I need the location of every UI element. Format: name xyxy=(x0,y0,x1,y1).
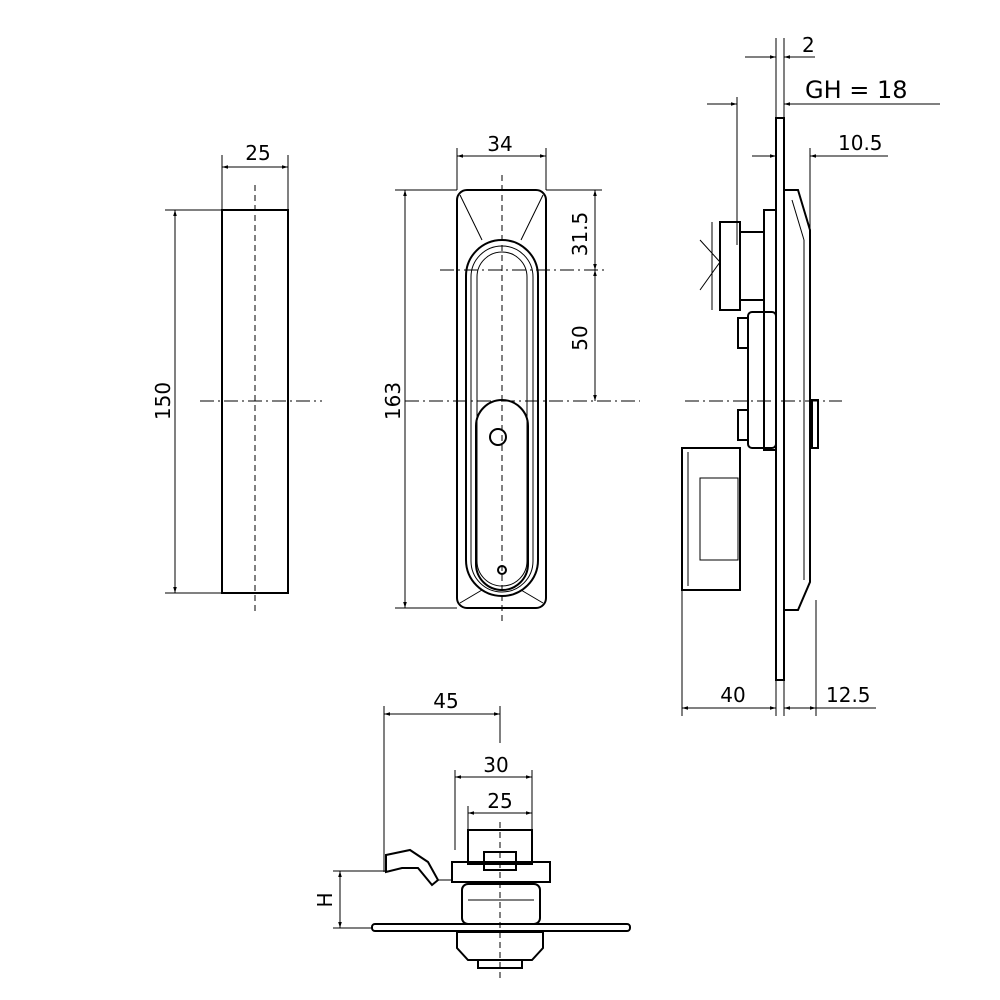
keyhole-icon xyxy=(489,428,507,446)
housing xyxy=(763,209,777,451)
dim-height-label: 163 xyxy=(381,382,405,420)
handle-flange xyxy=(784,189,811,611)
side-view: 2 GH = 18 10.5 40 12.5 xyxy=(681,33,940,716)
mount-flange xyxy=(451,861,551,883)
rear-box xyxy=(681,447,741,591)
dim-swing-label: 45 xyxy=(433,689,458,713)
dim-plate-thickness-label: 2 xyxy=(802,33,815,57)
dim-center-offset-label: 50 xyxy=(568,325,592,350)
dim-front-total-label: 12.5 xyxy=(826,683,871,707)
top-view: 45 30 25 H xyxy=(313,689,631,978)
cutout-view: 25 150 xyxy=(151,141,322,612)
dim-front-depth-label: 10.5 xyxy=(838,131,883,155)
dim-rear-depth-label: 40 xyxy=(720,683,745,707)
dim-width-label: 25 xyxy=(245,141,270,165)
lock-block xyxy=(747,311,777,449)
dim-body-width-label: 30 xyxy=(483,753,508,777)
swing-arm xyxy=(385,848,440,887)
dim-height-label: 150 xyxy=(151,382,175,420)
bezel xyxy=(456,931,544,961)
door-plate xyxy=(371,923,631,932)
dim-grip-height-label: GH = 18 xyxy=(805,76,908,104)
handle-front-view: 34 163 31.5 50 xyxy=(381,132,640,622)
dim-inner-width-label: 25 xyxy=(487,789,512,813)
mechanism xyxy=(739,231,765,301)
dim-top-offset-label: 31.5 xyxy=(568,212,592,257)
door-plate xyxy=(775,117,785,681)
dim-width-label: 34 xyxy=(487,132,512,156)
dim-height-label: H xyxy=(313,892,337,907)
cylinder xyxy=(461,883,541,925)
